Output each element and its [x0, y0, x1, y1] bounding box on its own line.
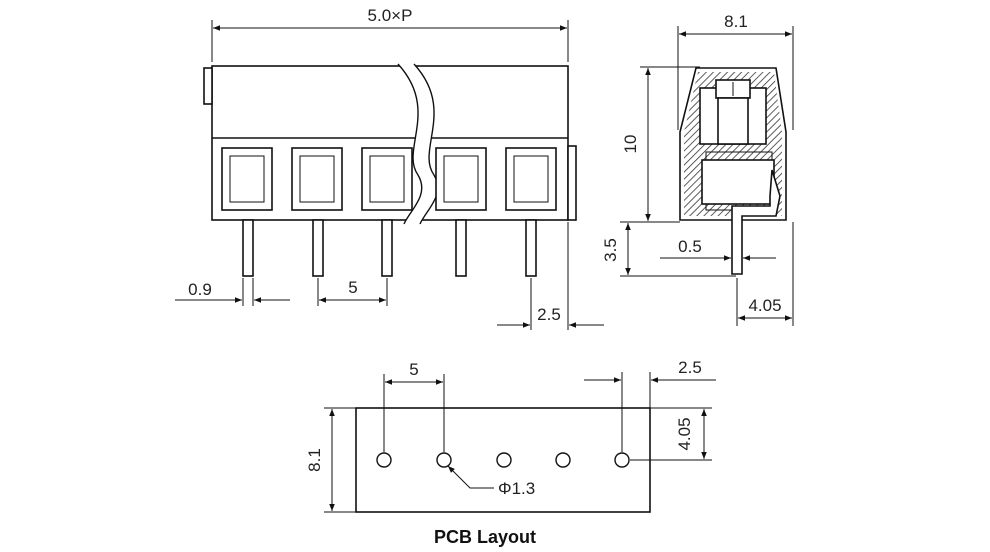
pcb-hole	[376, 452, 392, 468]
pcb-edge-offset-label: 2.5	[678, 358, 702, 377]
wire-entry	[505, 147, 557, 211]
pcb-hole	[555, 452, 571, 468]
hole-offset-label: 4.05	[675, 417, 694, 450]
side-view: 8.1 10 3.5 0.5 4.05	[601, 12, 794, 326]
pin	[525, 219, 537, 277]
pcb-hole	[436, 452, 452, 468]
wire-entry	[291, 147, 343, 211]
wire-cavity	[701, 159, 775, 205]
pcb-pitch-label: 5	[409, 360, 418, 379]
hole-diameter-label: Φ1.3	[498, 479, 535, 498]
pin-offset-label: 4.05	[748, 296, 781, 315]
pcb-outline	[355, 407, 651, 513]
break-line	[413, 63, 439, 225]
front-view: 5.0×P 0.9 5	[175, 6, 604, 330]
pcb-hole	[496, 452, 512, 468]
pin-thickness-label: 0.5	[678, 237, 702, 256]
side-height-label: 10	[621, 135, 640, 154]
pin-length-label: 3.5	[601, 238, 620, 262]
side-latch	[203, 67, 213, 105]
break-line	[397, 63, 423, 225]
hole-diameter-leader	[447, 465, 494, 489]
pcb-layout: 5 2.5 8.1 4.05 Φ1.3 PCB Layout	[305, 358, 716, 547]
side-width-label: 8.1	[724, 12, 748, 31]
wire-entry	[221, 147, 273, 211]
screw-shaft	[717, 97, 749, 145]
pcb-width-label: 8.1	[305, 448, 324, 472]
pin	[381, 219, 393, 277]
overall-length-label: 5.0×P	[368, 6, 413, 25]
pin-width-label: 0.9	[188, 280, 212, 299]
pin	[312, 219, 324, 277]
side-pin	[731, 169, 781, 275]
pin	[242, 219, 254, 277]
wire-entry	[435, 147, 487, 211]
edge-offset-label: 2.5	[537, 305, 561, 324]
pitch-label: 5	[348, 278, 357, 297]
pcb-layout-title: PCB Layout	[434, 527, 536, 547]
wire-entry	[361, 147, 413, 211]
end-rib	[567, 145, 577, 221]
clamp-plate	[705, 151, 773, 161]
pcb-hole	[614, 452, 630, 468]
pin	[455, 219, 467, 277]
break-gap	[398, 64, 438, 224]
